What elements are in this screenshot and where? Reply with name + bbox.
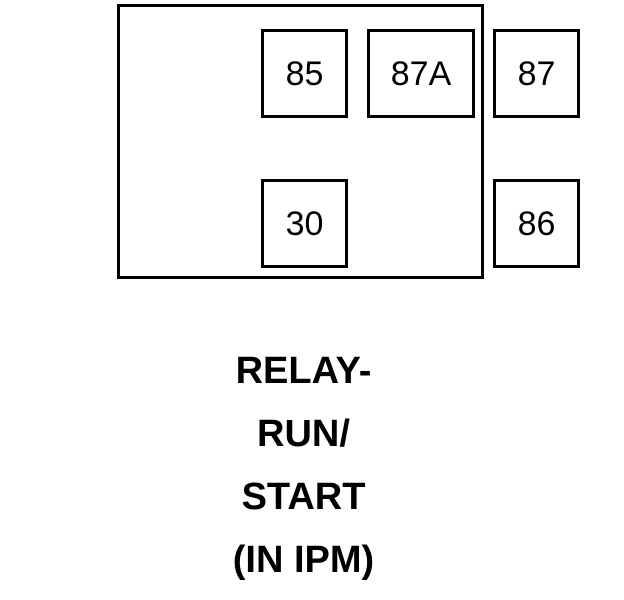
relay-pin-87[interactable]: 87 — [493, 29, 580, 118]
diagram-caption: RELAY- RUN/ START (IN IPM) — [0, 340, 607, 592]
pin-label: 30 — [285, 204, 324, 243]
pin-label: 87 — [517, 54, 556, 93]
pin-label: 85 — [285, 54, 324, 93]
caption-line-4: (IN IPM) — [232, 539, 375, 581]
relay-pin-86[interactable]: 86 — [493, 179, 580, 268]
caption-line-2: RUN/ — [257, 413, 350, 455]
caption-line-3: START — [241, 476, 366, 518]
relay-pin-87a[interactable]: 87A — [367, 29, 475, 118]
pin-label: 87A — [390, 54, 452, 93]
relay-pin-30[interactable]: 30 — [261, 179, 348, 268]
relay-body-outline: 85 87A 87 30 86 — [117, 4, 580, 279]
relay-pin-85[interactable]: 85 — [261, 29, 348, 118]
caption-line-1: RELAY- — [235, 350, 372, 392]
pin-label: 86 — [517, 204, 556, 243]
